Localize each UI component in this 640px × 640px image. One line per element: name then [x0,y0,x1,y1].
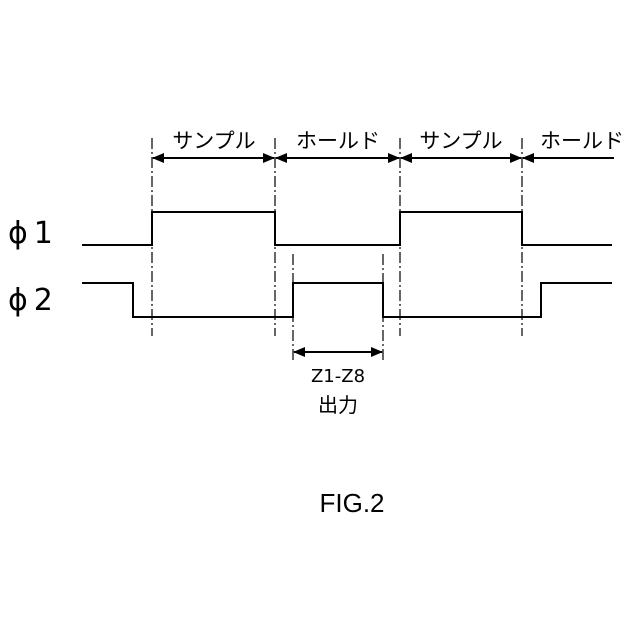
waveform-phi1 [82,212,612,245]
signal-label-phi2: ϕ2 [8,283,59,318]
output-label: 出力 [318,393,358,417]
phase-label-hold-1: ホールド [296,129,380,153]
phase-label-sample-2: サンプル [419,129,502,153]
phase-label-hold-2: ホールド [540,129,624,153]
output-range-label: Z1-Z8 [311,366,365,387]
signal-label-phi1: ϕ1 [8,216,59,251]
figure-caption: FIG.2 [319,488,384,518]
phase-label-sample-1: サンプル [172,129,255,153]
waveform-phi2 [82,283,612,317]
